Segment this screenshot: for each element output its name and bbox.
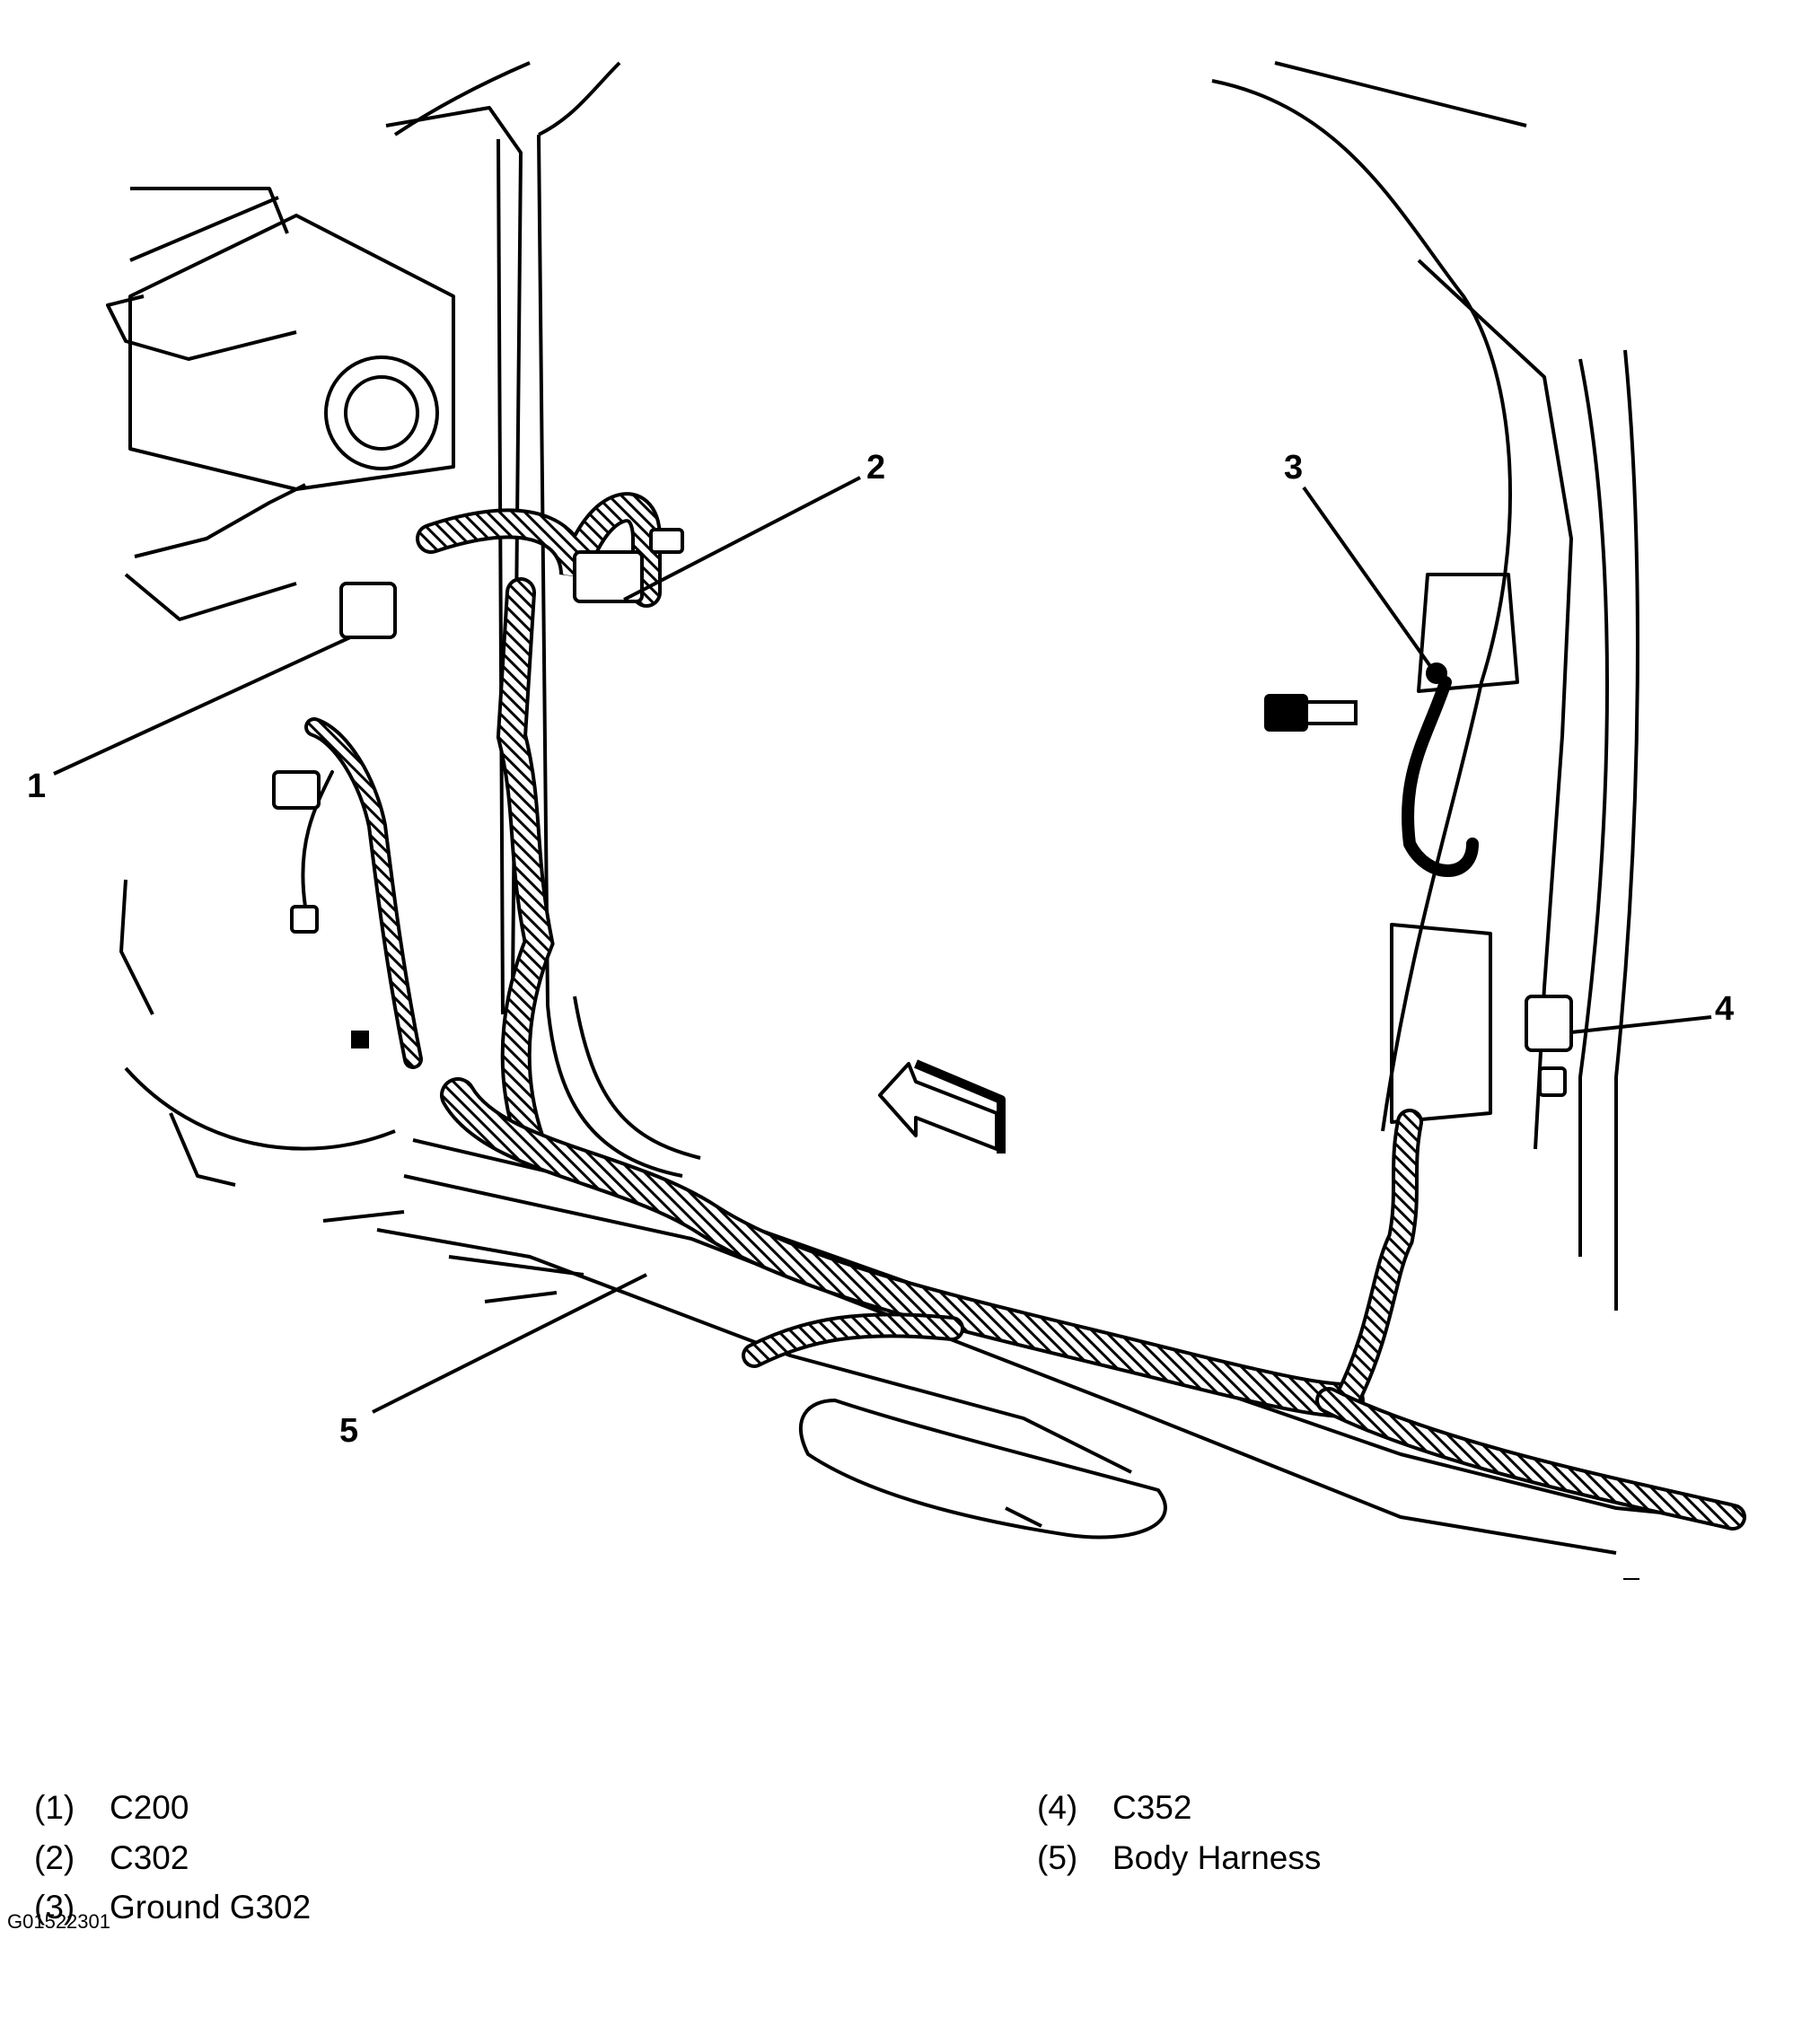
callout-1: 1 [27, 768, 46, 805]
wiring-harness-diagram: 1 2 3 4 5 [27, 61, 1746, 1580]
legend-label: Ground G302 [110, 1889, 312, 1926]
callout-5: 5 [339, 1412, 358, 1450]
legend-item: (2) C302 [34, 1839, 189, 1877]
figure-id: G01522301 [7, 1910, 110, 1933]
legend-item: (5) Body Harness [1037, 1839, 1321, 1877]
legend-label: C352 [1112, 1789, 1192, 1826]
connector-c352 [1525, 995, 1573, 1052]
legend-number: (1) [34, 1789, 75, 1826]
leader-lines [53, 476, 1712, 1414]
callout-2: 2 [866, 449, 885, 487]
legend-label: C200 [110, 1789, 189, 1826]
legend-number: (3) [34, 1889, 75, 1926]
callout-labels: 1 2 3 4 5 [27, 449, 1734, 1450]
ground-g302-bolt [1264, 662, 1447, 732]
legend-item: (1) C200 [34, 1789, 189, 1827]
connector-c302 [573, 550, 644, 603]
legend-item: (3) Ground G302 [34, 1889, 311, 1926]
legend-number: (5) [1037, 1839, 1078, 1876]
connector-c200 [339, 582, 397, 639]
legend-label: Body Harness [1112, 1839, 1322, 1876]
callout-3: 3 [1284, 449, 1303, 487]
legend-label: C302 [110, 1839, 189, 1876]
legend-number: (2) [34, 1839, 75, 1876]
legend-number: (4) [1037, 1789, 1078, 1826]
legend-item: (4) C352 [1037, 1789, 1191, 1827]
callout-4: 4 [1715, 990, 1734, 1028]
connectors [272, 528, 1639, 1580]
body-harness [301, 492, 1746, 1531]
